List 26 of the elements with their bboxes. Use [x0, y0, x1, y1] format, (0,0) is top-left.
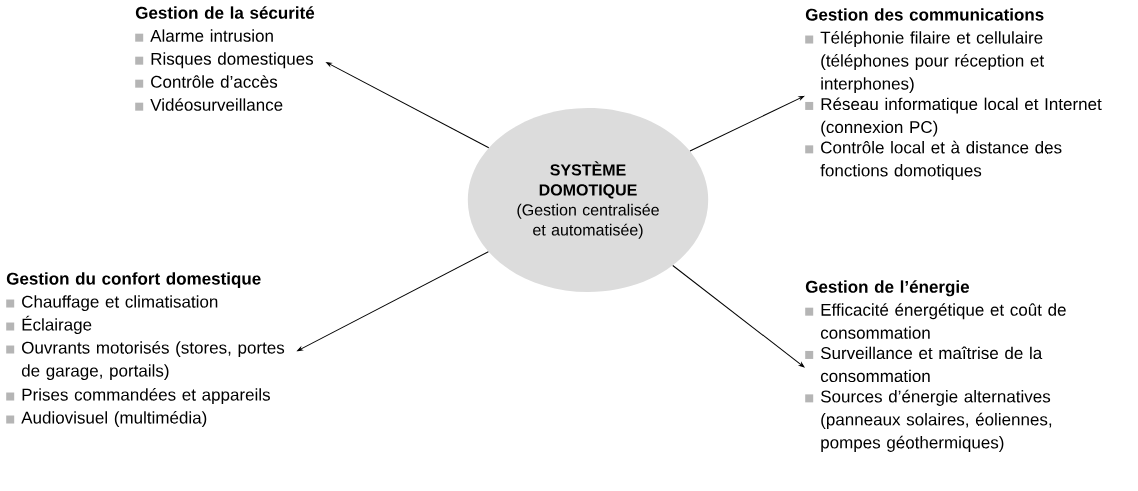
list-item: Contrôle d’accès	[151, 75, 278, 88]
heading: Gestion de l’énergie	[805, 280, 969, 297]
arrow	[297, 251, 489, 352]
list-item: Prises commandées et appareils	[22, 388, 270, 405]
system-subtitle: (Gestion centralisée et automatisée)	[517, 203, 659, 239]
list-item: Vidéosurveillance	[150, 98, 283, 111]
system-title: SYSTÈME DOMOTIQUE	[539, 161, 637, 199]
heading: Gestion du confort domestique	[6, 272, 261, 289]
arrow	[689, 95, 805, 152]
arrow	[672, 265, 805, 368]
list-item: Alarme intrusion	[150, 29, 273, 42]
list-item: Contrôle local et à distance des fonctions domotiques	[820, 140, 1062, 180]
list-item: Éclairage	[22, 315, 92, 335]
heading: Gestion de la sécurité	[135, 6, 315, 19]
list-item: Audiovisuel (multimédia)	[21, 411, 207, 428]
list-item: Chauffage et climatisation	[22, 295, 218, 312]
heading: Gestion des communications	[805, 8, 1044, 21]
list-item: Réseau informatique local et Internet (connexion PC)	[821, 97, 1102, 137]
central-ellipse	[467, 108, 709, 292]
list-item: Téléphonie filaire et cellulaire (téléphones pour réception et interphones)	[820, 31, 1044, 94]
list-item: Risques domestiques	[151, 52, 314, 69]
list-item: Efficacité énergétique et coût de consommation	[820, 303, 1066, 339]
list-item: Ouvrants motorisés (stores, portes de garage, portails)	[21, 341, 285, 381]
list-item: Surveillance et maîtrise de la consommation	[820, 346, 1043, 383]
list-item: Sources d’énergie alternatives (panneaux solaires, éoliennes, pompes géothermiques)	[821, 389, 1052, 452]
arrow	[326, 62, 490, 149]
